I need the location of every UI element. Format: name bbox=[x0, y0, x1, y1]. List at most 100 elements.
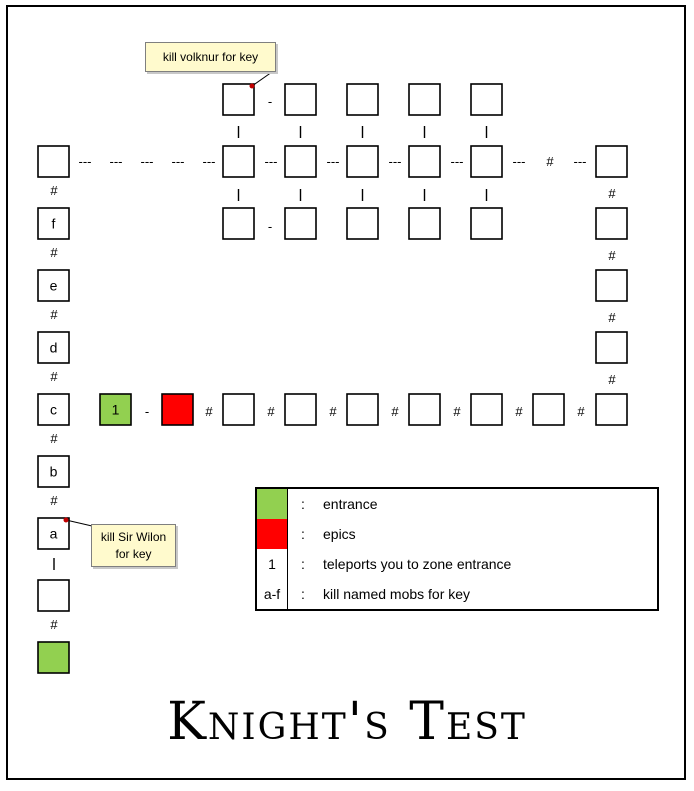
room-mid-3 bbox=[346, 145, 379, 178]
room-south-2 bbox=[284, 393, 317, 426]
room-label-f: f bbox=[52, 216, 56, 232]
legend-colon: : bbox=[301, 556, 305, 572]
connector-long-dash: --- bbox=[79, 154, 92, 169]
room-south-4 bbox=[408, 393, 441, 426]
room-b bbox=[37, 455, 70, 488]
connector-long-dash: --- bbox=[389, 154, 402, 169]
room-south-3 bbox=[346, 393, 379, 426]
room-c bbox=[37, 393, 70, 426]
room-mid-2 bbox=[284, 145, 317, 178]
connector-hash: # bbox=[608, 248, 616, 263]
connector-hash: # bbox=[546, 154, 554, 169]
room-mid-5 bbox=[470, 145, 503, 178]
callout-sir-wilon: kill Sir Wilon for key bbox=[91, 524, 176, 567]
room-label-e: e bbox=[50, 278, 58, 294]
connector-hash: # bbox=[608, 186, 616, 201]
connector-hash: # bbox=[267, 404, 275, 419]
room-top-5 bbox=[470, 83, 503, 116]
callout-volknur-text: kill volknur for key bbox=[162, 50, 259, 64]
connector-long-dash: --- bbox=[141, 154, 154, 169]
connector-hash: # bbox=[50, 617, 58, 632]
room-entrance bbox=[37, 641, 70, 674]
map-title: Knight's Test bbox=[167, 692, 527, 752]
room-label-c: c bbox=[50, 402, 57, 418]
connector-hash: # bbox=[453, 404, 461, 419]
room-south-5 bbox=[470, 393, 503, 426]
legend-colon: : bbox=[301, 496, 305, 512]
room-corridor-east bbox=[595, 145, 628, 178]
legend-text: entrance bbox=[323, 496, 378, 512]
room-mid-1 bbox=[222, 145, 255, 178]
connector-long-dash: --- bbox=[265, 154, 278, 169]
room-top-3 bbox=[346, 83, 379, 116]
legend-colon: : bbox=[301, 586, 305, 602]
connector-dash: - bbox=[268, 94, 272, 109]
legend-swatch bbox=[257, 489, 288, 519]
room-mid-4 bbox=[408, 145, 441, 178]
legend-row: : entrance bbox=[257, 489, 657, 519]
room-d bbox=[37, 331, 70, 364]
legend-text: kill named mobs for key bbox=[323, 586, 471, 602]
room-east-1 bbox=[595, 207, 628, 240]
room-top-4 bbox=[408, 83, 441, 116]
room-east-4 bbox=[595, 393, 628, 426]
callout-pointer bbox=[251, 71, 273, 87]
room-label-a: a bbox=[50, 526, 58, 542]
connector-hash: # bbox=[50, 307, 58, 322]
room-teleport-label: 1 bbox=[112, 402, 120, 418]
connector-long-dash: --- bbox=[513, 154, 526, 169]
legend-swatch bbox=[257, 519, 288, 549]
room-a bbox=[37, 517, 70, 550]
connector-hash: # bbox=[515, 404, 523, 419]
connector-hash: # bbox=[329, 404, 337, 419]
room-label-b: b bbox=[50, 464, 58, 480]
room-top-2 bbox=[284, 83, 317, 116]
legend: : entrance: epics 1: teleports you to zone e… bbox=[255, 487, 659, 611]
legend-swatch: 1 bbox=[257, 549, 288, 579]
callout-wilon-line1: kill Sir Wilon bbox=[100, 530, 167, 544]
room-east-2 bbox=[595, 269, 628, 302]
legend-row: : epics bbox=[257, 519, 657, 549]
callout-marker bbox=[249, 83, 255, 89]
connector-long-dash: --- bbox=[110, 154, 123, 169]
room-low-4 bbox=[408, 207, 441, 240]
room-teleport bbox=[99, 393, 132, 426]
callout-pointer bbox=[65, 519, 93, 527]
legend-row: 1: teleports you to zone entrance bbox=[257, 549, 657, 579]
connector-dash: - bbox=[268, 219, 272, 234]
connector-hash: # bbox=[50, 493, 58, 508]
connector-long-dash: --- bbox=[451, 154, 464, 169]
connector-dash: - bbox=[145, 404, 149, 419]
room-low-2 bbox=[284, 207, 317, 240]
room-south-6 bbox=[532, 393, 565, 426]
room-corridor-west bbox=[37, 145, 70, 178]
room-label-d: d bbox=[50, 340, 58, 356]
legend-row: a-f:kill named mobs for key bbox=[257, 579, 657, 609]
room-south-1 bbox=[222, 393, 255, 426]
callout-wilon-line2: for key bbox=[115, 547, 152, 561]
connector-hash: # bbox=[577, 404, 585, 419]
legend-text: teleports you to zone entrance bbox=[323, 556, 512, 572]
room-f bbox=[37, 207, 70, 240]
legend-colon: : bbox=[301, 526, 305, 542]
connector-hash: # bbox=[50, 245, 58, 260]
connector-hash: # bbox=[608, 310, 616, 325]
room-low-1 bbox=[222, 207, 255, 240]
room-epics bbox=[161, 393, 194, 426]
connector-long-dash: --- bbox=[172, 154, 185, 169]
connector-hash: # bbox=[608, 372, 616, 387]
callout-volknur: kill volknur for key bbox=[145, 42, 276, 72]
room-low-3 bbox=[346, 207, 379, 240]
connector-long-dash: --- bbox=[574, 154, 587, 169]
room-e bbox=[37, 269, 70, 302]
connector-hash: # bbox=[205, 404, 213, 419]
connector-hash: # bbox=[391, 404, 399, 419]
connector-long-dash: --- bbox=[203, 154, 216, 169]
legend-text: epics bbox=[323, 526, 356, 542]
room-top-1 bbox=[222, 83, 255, 116]
callout-marker bbox=[63, 517, 69, 523]
connector-hash: # bbox=[50, 431, 58, 446]
map-frame bbox=[6, 5, 686, 780]
room-low-5 bbox=[470, 207, 503, 240]
